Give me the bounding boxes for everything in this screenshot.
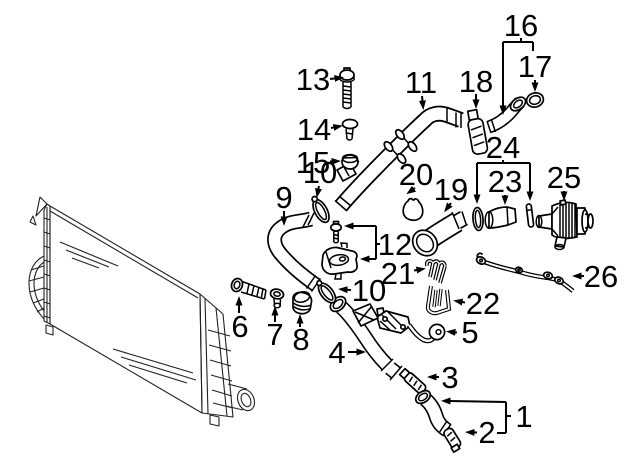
hose-retainer-clips — [383, 128, 418, 165]
part-10-clamp-lower — [316, 279, 337, 304]
callout-1[interactable]: 1 — [515, 399, 532, 434]
callout-2[interactable]: 2 — [478, 415, 495, 450]
part-15-nut — [341, 153, 360, 170]
part-13-bolt — [339, 67, 355, 110]
leader-19 — [444, 202, 453, 213]
callout-17[interactable]: 17 — [518, 49, 552, 84]
part-19-air-pipe — [411, 211, 468, 257]
bracket-1 — [497, 402, 511, 434]
part-intercooler — [28, 196, 256, 427]
part-16-elbow-hose — [486, 96, 527, 134]
callout-16[interactable]: 16 — [504, 8, 538, 43]
leader-13 — [329, 74, 344, 82]
leader-lines — [235, 38, 584, 436]
leader-10a — [315, 185, 322, 198]
part-12-bracket — [321, 242, 358, 280]
part-1-hose — [414, 389, 452, 437]
callout-18[interactable]: 18 — [459, 64, 493, 99]
callout-24[interactable]: 24 — [486, 130, 520, 165]
callout-9[interactable]: 9 — [275, 180, 292, 215]
callout-23[interactable]: 23 — [488, 164, 522, 199]
part-21-clip — [424, 259, 447, 284]
callout-21[interactable]: 21 — [381, 256, 415, 291]
callout-26[interactable]: 26 — [584, 259, 618, 294]
callout-15[interactable]: 15 — [296, 145, 330, 180]
callout-4[interactable]: 4 — [328, 335, 345, 370]
callout-12[interactable]: 12 — [378, 227, 412, 262]
leader-1 — [441, 397, 507, 405]
callout-3[interactable]: 3 — [441, 360, 458, 395]
part-20-clip — [402, 197, 424, 221]
callout-10a[interactable]: 10 — [303, 155, 337, 190]
leader-20 — [406, 185, 417, 195]
part-5-bracket — [376, 307, 446, 344]
leader-11 — [418, 95, 426, 110]
part-12-bolt — [329, 220, 343, 244]
callout-8[interactable]: 8 — [292, 322, 309, 357]
part-26-harness-bracket — [475, 252, 575, 293]
part-25-diverter-valve — [535, 199, 594, 251]
callout-25[interactable]: 25 — [547, 160, 581, 195]
part-10-clamp-upper — [311, 195, 330, 224]
part-8-bushing — [292, 291, 313, 315]
part-4-lower-pipe — [329, 295, 403, 381]
part-22-clip — [425, 285, 452, 316]
part-24-ring — [472, 206, 484, 232]
part-11-upper-hose — [334, 105, 464, 212]
leader-21 — [413, 266, 426, 274]
bracket-24 — [477, 160, 530, 164]
part-17-oring — [525, 92, 545, 108]
callout-7[interactable]: 7 — [266, 317, 283, 352]
callout-20[interactable]: 20 — [399, 157, 433, 192]
callout-11[interactable]: 11 — [405, 65, 437, 100]
part-18-clamp — [466, 108, 489, 155]
leader-14 — [330, 124, 343, 131]
part-14-screw — [341, 118, 359, 141]
callout-6[interactable]: 6 — [231, 309, 248, 344]
part-23-elbow — [484, 206, 517, 230]
part-2-clamp — [443, 427, 462, 454]
bracket-16 — [503, 38, 534, 51]
bracket-12 — [375, 226, 380, 259]
part-24-pin — [525, 203, 535, 228]
part-9-hose — [267, 211, 322, 292]
part-7-washer — [269, 288, 285, 309]
leader-22 — [453, 298, 466, 306]
part-6-bolt — [230, 277, 267, 300]
callout-10b[interactable]: 10 — [352, 273, 386, 308]
callout-22[interactable]: 22 — [466, 286, 500, 321]
callout-13[interactable]: 13 — [296, 62, 330, 97]
callout-5[interactable]: 5 — [461, 315, 478, 350]
callout-19[interactable]: 19 — [434, 172, 468, 207]
callout-14[interactable]: 14 — [297, 112, 331, 147]
